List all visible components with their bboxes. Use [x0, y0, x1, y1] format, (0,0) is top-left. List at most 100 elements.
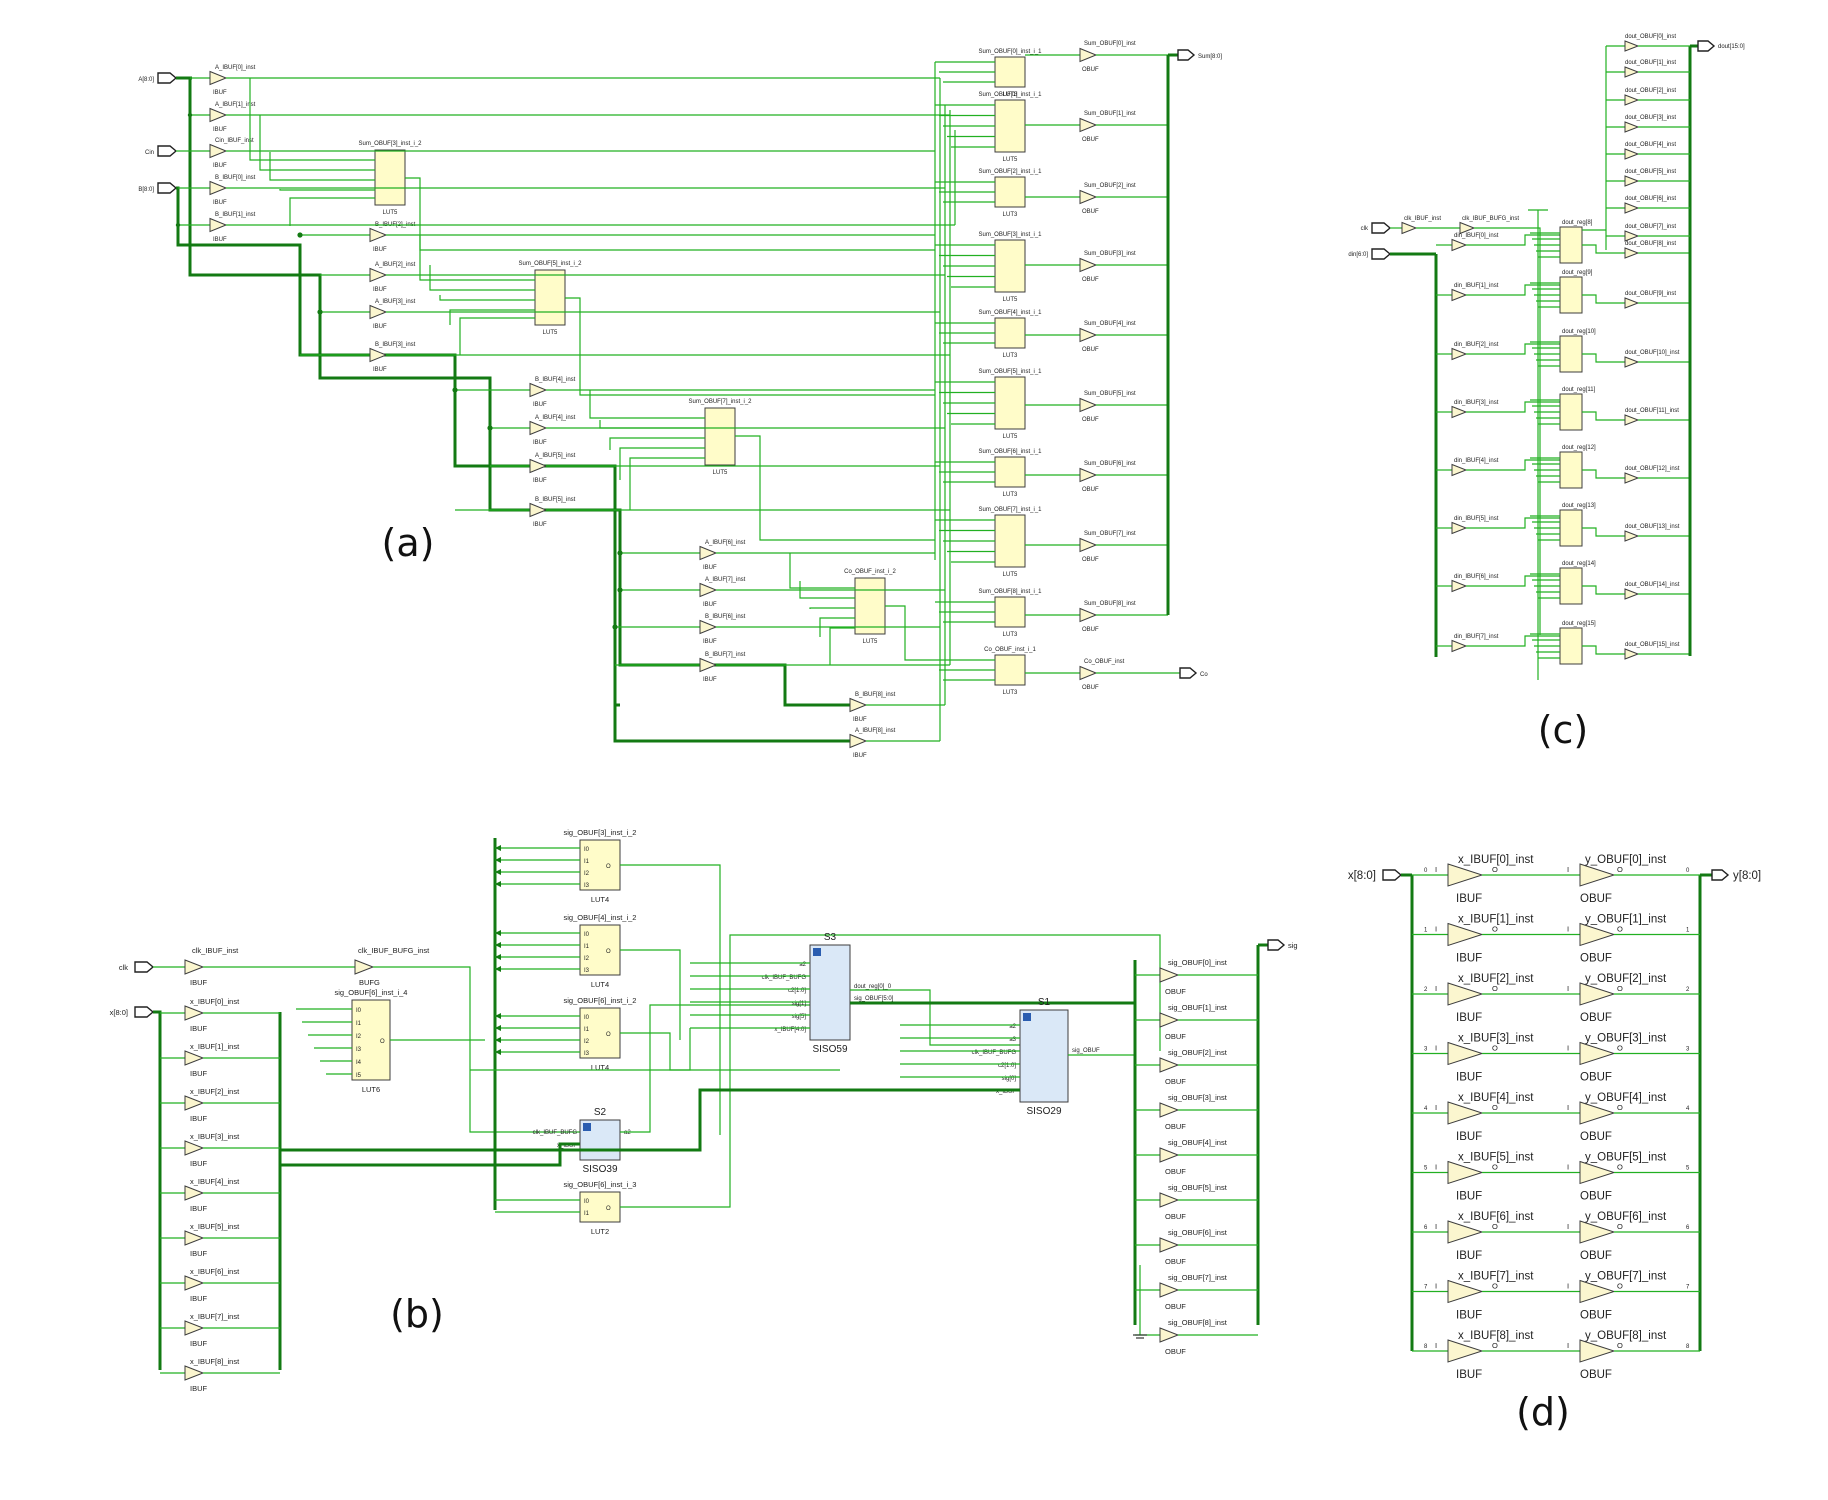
dout-obuf-t3 [1624, 121, 1640, 133]
lut2-pin: I0 [584, 1199, 590, 1205]
pin-arrow [495, 966, 501, 972]
dout-obuf-t6 [1624, 202, 1640, 214]
x-ibuf-name: x_IBUF[5]_inst [1458, 1152, 1534, 1164]
ibuf-1 [209, 107, 228, 123]
y-bit-label: 2 [1686, 987, 1690, 993]
x-ibuf-6 [1447, 1220, 1484, 1244]
obuf-pin-o: O [1617, 984, 1623, 993]
lut-type: LUT5 [543, 330, 558, 336]
x-ibuf-name: x_IBUF[1]_inst [1458, 914, 1534, 926]
pin-arrow [495, 869, 501, 875]
port-cin [157, 145, 178, 157]
sig-obuf-0 [1159, 967, 1180, 983]
x-ibuf-name: x_IBUF[7]_inst [190, 1312, 240, 1321]
x-ibuf-2 [1447, 982, 1484, 1006]
x-ibuf-type: IBUF [1456, 1072, 1482, 1084]
s3-name: S3 [824, 932, 837, 943]
obuf-8 [1079, 607, 1098, 623]
obuf-1 [1079, 117, 1098, 133]
ibuf-pin-o: O [1492, 984, 1498, 993]
net-wire [259, 115, 375, 171]
obuf-pin-i: I [1567, 984, 1569, 993]
sig-obuf-name: sig_OBUF[7]_inst [1168, 1273, 1228, 1282]
port-x [1382, 869, 1403, 881]
ibuf-name: A_IBUF[7]_inst [705, 577, 746, 583]
x-ibuf-type: IBUF [190, 1204, 208, 1213]
net-wire [449, 309, 535, 325]
sig-obuf-2 [1159, 1057, 1180, 1073]
dout-obuf-t1 [1624, 66, 1640, 78]
lut-mid-2 [704, 407, 736, 466]
x-ibuf-7 [1447, 1279, 1484, 1304]
din-ibuf-2 [1451, 347, 1468, 361]
net-wire [153, 1010, 162, 1370]
net-junction [487, 425, 493, 431]
x-ibuf-8 [184, 1365, 205, 1381]
y-bit-label: 3 [1686, 1047, 1690, 1053]
obuf-type: OBUF [1082, 627, 1099, 633]
ibuf-16 [699, 657, 718, 673]
ibuf-name: A_IBUF[5]_inst [535, 453, 576, 459]
lut4-name: sig_OBUF[4]_inst_i_2 [564, 913, 637, 922]
ibuf-name: A_IBUF[0]_inst [215, 65, 256, 71]
x-ibuf-3 [184, 1140, 205, 1156]
clk-bufg-name: clk_IBUF_BUFG_inst [1462, 216, 1519, 222]
dout-obuf-r7 [1624, 648, 1640, 660]
sig-obuf-name: sig_OBUF[8]_inst [1168, 1318, 1228, 1327]
port-clk-label: clk [1361, 226, 1369, 232]
s1-name: S1 [1038, 997, 1051, 1008]
net-wire [188, 78, 850, 707]
obuf-3 [1079, 257, 1098, 273]
lut-name: Co_OBUF_inst_i_1 [984, 647, 1036, 653]
net-wire [1582, 585, 1625, 595]
net-wire [565, 297, 935, 396]
ibuf-type: IBUF [373, 367, 387, 373]
ibuf-name: B_IBUF[0]_inst [215, 175, 256, 181]
panel-b-siso-schematic: clkclk_IBUF_instIBUFclk_IBUF_BUFG_instBU… [110, 828, 1298, 1393]
dout-obuf-r2 [1624, 356, 1640, 368]
clk-ibuf [1401, 221, 1418, 235]
net-wire [819, 617, 855, 637]
obuf-pin-i: I [1567, 1163, 1569, 1172]
s3-in-pin: a2 [799, 962, 806, 968]
lut-out-1 [994, 99, 1026, 153]
lut-out-9 [994, 654, 1026, 686]
net-junction [452, 387, 458, 393]
caption-b: (b) [390, 1292, 444, 1336]
net-wire [620, 949, 681, 1040]
obuf-pin-i: I [1567, 1044, 1569, 1053]
pin-arrow [495, 930, 501, 936]
x-ibuf-name: x_IBUF[3]_inst [190, 1132, 240, 1141]
port-y-label: y[8:0] [1733, 870, 1761, 882]
sig-obuf-3 [1159, 1102, 1180, 1118]
obuf-name: dout_OBUF[11]_inst [1625, 408, 1679, 414]
lut-type: LUT5 [1003, 434, 1018, 440]
obuf-name: dout_OBUF[2]_inst [1625, 88, 1676, 94]
port-b [157, 182, 178, 194]
net-junction [297, 232, 303, 238]
x-bit-label: 6 [1424, 1225, 1428, 1231]
din-ibuf-name: din_IBUF[0]_inst [1454, 233, 1499, 239]
lut4-pin: I3 [584, 968, 590, 974]
x-bit-label: 1 [1424, 928, 1428, 934]
ibuf-pin-i: I [1435, 1103, 1437, 1112]
lut-type: LUT5 [383, 210, 398, 216]
net-wire [629, 457, 705, 510]
port-sum-label: Sum[8:0] [1198, 54, 1222, 60]
lut-mid-1 [534, 269, 566, 326]
obuf-pin-o: O [1617, 1163, 1623, 1172]
obuf-name: dout_OBUF[4]_inst [1625, 142, 1676, 148]
lut6-name: sig_OBUF[6]_inst_i_4 [335, 988, 408, 997]
sig-obuf-name: sig_OBUF[1]_inst [1168, 1003, 1228, 1012]
net-wire [1582, 244, 1625, 254]
lut-out-5 [994, 376, 1026, 430]
lut-name: Sum_OBUF[2]_inst_i_1 [978, 169, 1042, 175]
y-bit-label: 8 [1686, 1344, 1690, 1350]
obuf-pin-o: O [1617, 1103, 1623, 1112]
ibuf-2 [209, 143, 228, 159]
net-junction [187, 112, 193, 118]
ibuf-name: B_IBUF[8]_inst [855, 692, 896, 698]
caption-d: (d) [1516, 1390, 1570, 1434]
s1-in-pin: a3 [1009, 1037, 1016, 1043]
obuf-4 [1079, 327, 1098, 343]
